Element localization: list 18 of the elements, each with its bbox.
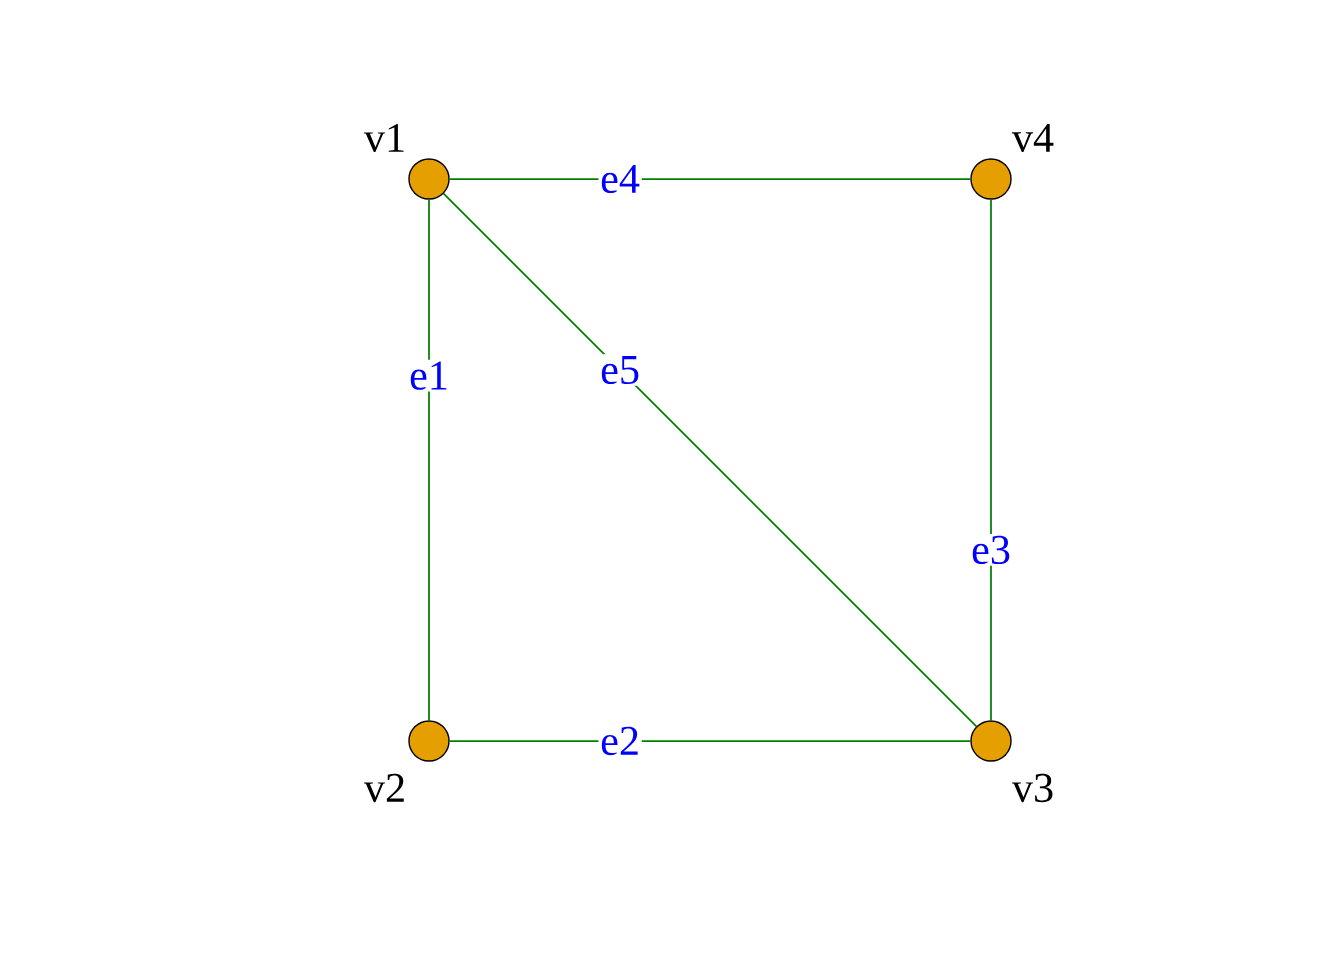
edge-label: e3 [972, 535, 1010, 565]
edge-label: e4 [601, 164, 640, 194]
vertex-label: v3 [1011, 773, 1053, 803]
edge-label: e1 [410, 361, 447, 390]
vertex-circle [408, 720, 450, 762]
vertex-circle [970, 720, 1012, 762]
vertex-label: v4 [1011, 123, 1054, 153]
edge-label: e2 [601, 726, 638, 756]
edge-line [448, 178, 972, 180]
vertex-label: v2 [363, 773, 404, 803]
edge-line [442, 192, 978, 728]
vertex-circle [408, 158, 450, 200]
vertex-label: v1 [363, 123, 404, 153]
edge-line [990, 198, 992, 722]
edge-label: e5 [601, 356, 639, 385]
edge-line [448, 740, 972, 742]
edge-line [428, 198, 430, 722]
vertex-circle [970, 158, 1012, 200]
